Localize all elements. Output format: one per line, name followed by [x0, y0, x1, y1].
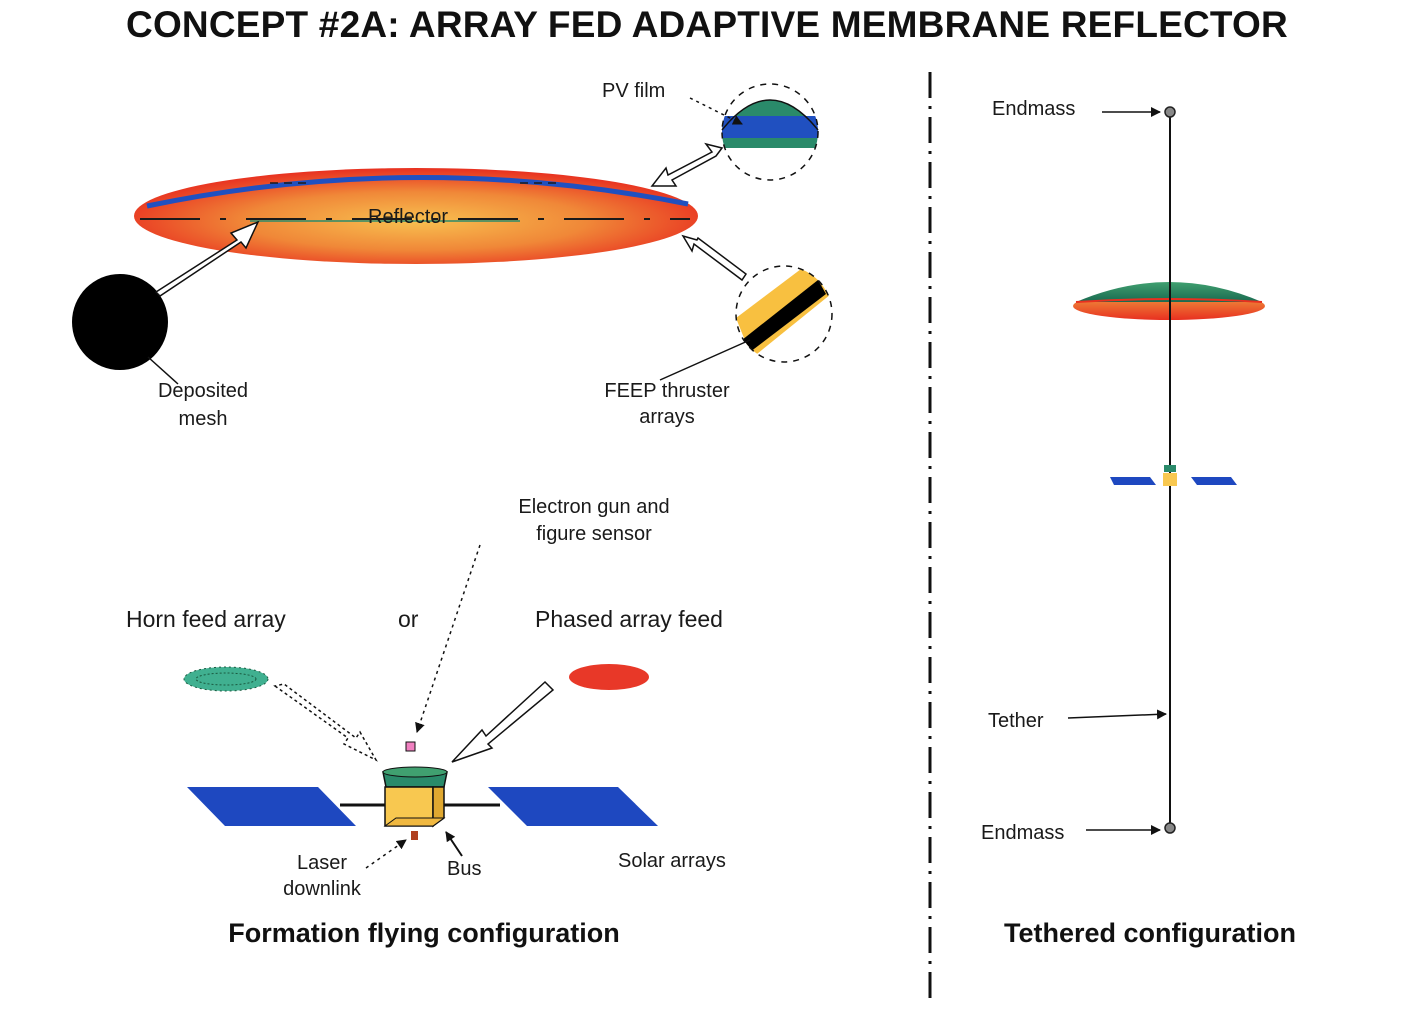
pv-film-label: PV film: [602, 80, 666, 102]
phased-array-feed: [569, 664, 649, 690]
pv-inset-arrow: [650, 142, 724, 187]
tethered-caption: Tethered configuration: [1003, 918, 1296, 948]
horn-feed-array: [183, 666, 269, 692]
feep-label-2: arrays: [639, 406, 695, 428]
endmass-top: [1164, 106, 1176, 118]
endmass-bottom-label: Endmass: [981, 822, 1065, 844]
reflector-label: Reflector: [368, 206, 449, 228]
laser-downlink: [411, 831, 418, 840]
pv-film-band: [146, 175, 689, 209]
endmass-bottom: [1164, 822, 1176, 834]
feep-inset: [735, 265, 833, 363]
electron-gun-label-1: Electron gun and: [518, 496, 670, 518]
reflector-dish: [134, 168, 698, 264]
page-title: CONCEPT #2A: ARRAY FED ADAPTIVE MEMBRANE…: [126, 4, 1288, 45]
horn-feed-label: Horn feed array: [126, 606, 286, 632]
feep-inset-arrow: [681, 234, 748, 282]
bus: [382, 766, 448, 828]
mesh-inset-arrow: [154, 220, 260, 297]
laser-label-1: Laser: [296, 852, 348, 874]
tether-label: Tether: [988, 710, 1044, 732]
solar-array-left: [187, 787, 356, 826]
solar-arrays-label: Solar arrays: [618, 850, 726, 872]
laser-label-2: downlink: [283, 878, 361, 900]
tethered-spacecraft: [1110, 465, 1237, 486]
solar-array-right: [488, 787, 658, 826]
formation-caption: Formation flying configuration: [228, 918, 620, 948]
pv-film-inset: [721, 83, 819, 181]
or-label: or: [398, 606, 419, 632]
deposited-mesh-label-2: mesh: [178, 408, 228, 430]
electron-gun-label-2: figure sensor: [536, 523, 652, 545]
bus-label: Bus: [447, 858, 482, 880]
endmass-top-label: Endmass: [992, 98, 1076, 120]
horn-feed-arrow: [273, 683, 378, 762]
phased-feed-label: Phased array feed: [535, 606, 723, 632]
deposited-mesh-label-1: Deposited: [157, 380, 249, 402]
deposited-mesh-inset: [72, 274, 168, 370]
feep-label-1: FEEP thruster: [604, 380, 730, 402]
phased-feed-arrow: [451, 680, 555, 763]
electron-gun-sensor: [405, 741, 416, 752]
